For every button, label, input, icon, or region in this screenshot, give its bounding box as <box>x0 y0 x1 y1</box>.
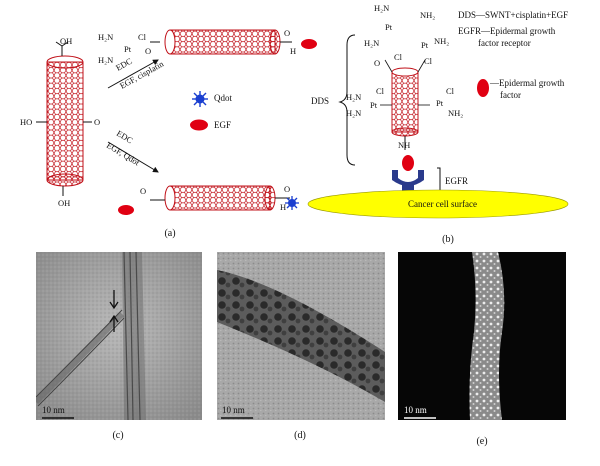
stem-image-e <box>398 252 566 420</box>
b-top-cl-2: Cl <box>424 56 433 66</box>
o-right: O <box>94 117 101 127</box>
caption-c: (c) <box>112 430 124 441</box>
b-top-cl-1: Cl <box>394 52 403 62</box>
legend-egfr-line2: factor receptor <box>478 38 531 48</box>
bottom-amide-o-left: O <box>140 186 147 196</box>
pt-complex-cl: Cl <box>138 32 147 42</box>
top-nanotube <box>150 29 292 55</box>
legend-dds: DDS—SWNT+cisplatin+EGF <box>458 10 569 20</box>
dds-nanotube <box>391 67 419 137</box>
tem-image-d <box>217 252 385 420</box>
b-mid-pt-1: Pt <box>370 100 378 110</box>
reaction-arrow-top <box>107 59 159 89</box>
ho-left: HO <box>20 117 33 127</box>
legend-qdot-label: Qdot <box>214 93 232 103</box>
b-mid-pt-2: Pt <box>436 98 444 108</box>
legend-egf-icon-b <box>477 79 489 97</box>
panel-b-diagram <box>307 34 569 219</box>
scalebar-d: 10 nm <box>222 405 245 415</box>
scalebar-e: 10 nm <box>404 405 427 415</box>
b-mid-h2n-1: H₂N <box>346 92 362 102</box>
caption-e: (e) <box>476 436 488 447</box>
b-nh: NH <box>398 140 411 150</box>
cooh-top-oh: OH <box>60 36 73 46</box>
egf-top <box>301 39 317 49</box>
vertical-nanotube <box>36 41 92 196</box>
caption-d: (d) <box>294 430 306 441</box>
bottom-amide-o-right: O <box>284 184 291 194</box>
b-mid-cl-2: Cl <box>446 86 455 96</box>
bottom-amide-n: H <box>280 202 287 212</box>
egfr-label: EGFR <box>445 176 469 186</box>
b-top-h2n-1: H₂N <box>374 3 390 13</box>
dds-bracket-label: DDS <box>311 96 330 106</box>
pt-complex-h2n-2: H₂N <box>98 55 114 65</box>
b-top-nh2-1: NH₂ <box>420 10 436 20</box>
b-top-o-1: O <box>374 58 381 68</box>
top-amide-o: O <box>284 28 291 38</box>
pt-complex-h2n-1: H₂N <box>98 32 114 42</box>
oh-bottom: OH <box>58 198 71 208</box>
b-top-pt-2: Pt <box>421 40 429 50</box>
top-amide-nh: H <box>290 46 297 56</box>
egf-legend-icon <box>190 119 208 131</box>
dds-brace <box>338 34 356 166</box>
legend-egf-label: EGF <box>214 120 232 130</box>
b-mid-nh2: NH₂ <box>448 108 464 118</box>
b-top-nh2-2: NH₂ <box>434 36 450 46</box>
cell-surface-label: Cancer cell surface <box>408 199 477 209</box>
dds-egf <box>402 155 414 171</box>
egfr-receptor <box>392 170 424 186</box>
legend-egf-line2: factor <box>500 90 521 100</box>
scalebar-c: 10 nm <box>42 405 65 415</box>
b-mid-h2n-2: H₂N <box>346 108 362 118</box>
caption-a: (a) <box>164 228 176 239</box>
qdot-legend-icon <box>192 91 208 107</box>
pt-complex-pt: Pt <box>124 44 132 54</box>
b-top-h2n-2: H₂N <box>364 38 380 48</box>
panel-a-diagram <box>36 29 317 215</box>
b-top-pt-1: Pt <box>385 22 393 32</box>
caption-b: (b) <box>442 234 454 245</box>
legend-egfr-line1: EGFR—Epidermal growth <box>458 26 556 36</box>
reaction-arrow-bottom <box>107 141 159 173</box>
legend-egf-line1: —Epidermal growth <box>490 78 565 88</box>
tem-image-c <box>36 252 202 420</box>
b-mid-cl-1: Cl <box>376 86 385 96</box>
cancer-cell-surface <box>307 189 569 219</box>
qdot-bottom <box>285 196 299 210</box>
bottom-nanotube <box>150 185 290 211</box>
pt-complex-o: O <box>145 46 152 56</box>
egf-bottom <box>118 205 134 215</box>
